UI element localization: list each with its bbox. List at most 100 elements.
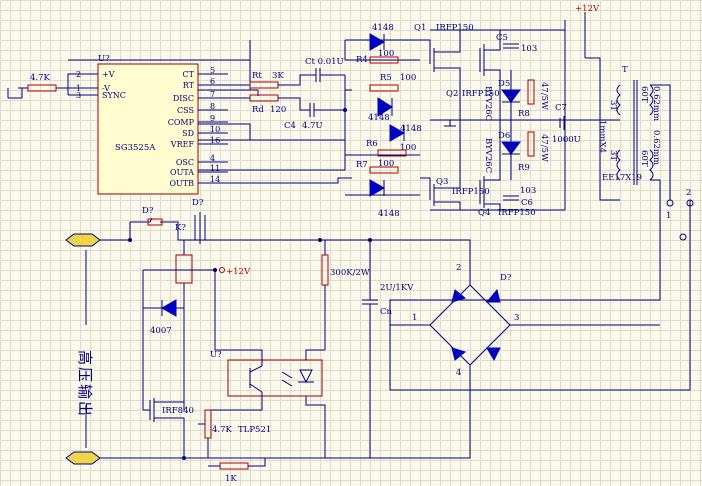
resistor-rt[interactable] (249, 81, 279, 89)
ct-symbol[interactable] (315, 68, 345, 82)
snubber-d6-r9[interactable]: D6 BYV26C R9 47/5W (483, 130, 549, 180)
timing-wires (198, 84, 259, 99)
ic-pin-right-9[interactable]: 9 COMP (168, 114, 228, 127)
resistor-r8[interactable] (527, 79, 535, 105)
rt-val: 3K (272, 71, 284, 81)
vplus-relay-label: +12V (226, 267, 251, 277)
resistor-300k[interactable]: 300K/2W (321, 240, 370, 350)
mosfet-q1[interactable]: Q1 IRFP150 (414, 23, 474, 88)
pot-label: 4.7K (212, 425, 233, 435)
vplus-top: +12V (575, 4, 620, 201)
c4-symbol[interactable] (309, 103, 345, 117)
transformer[interactable]: T EE17X19 1mmX4 3T 3T 60T 60T 0.62mm 0.6… (389, 65, 691, 391)
r8-ref: R8 (518, 109, 530, 119)
gate-driver-q1[interactable]: 4148 R4 100 (356, 23, 399, 65)
diode-4148-q4 (369, 179, 386, 197)
resistor-rd[interactable] (249, 94, 279, 102)
ic-pin-name: COMP (168, 118, 195, 127)
ic-pin-number: 8 (210, 102, 215, 111)
irf840-label: IRF840 (162, 406, 194, 416)
resistor-r7[interactable] (369, 166, 399, 174)
mosfet-q4[interactable]: Q4 IRFP150 (478, 160, 536, 218)
r9-val: 47/5W (539, 134, 549, 162)
mosfet-irf840[interactable]: IRF840 (143, 398, 194, 460)
r8-val: 47/5W (539, 82, 549, 110)
resistor-1k[interactable]: 1K (208, 458, 266, 484)
ic-pin-number: 9 (210, 114, 215, 123)
optocoupler[interactable]: U? TLP521 (208, 349, 326, 458)
bridge-ref: D? (500, 273, 512, 283)
r6-ref: R6 (366, 139, 378, 149)
resistor-r5[interactable] (369, 84, 399, 92)
hv-output-label: 高压输出 (76, 350, 94, 418)
ic-body (97, 63, 199, 195)
hv-output-terminal-top[interactable] (65, 233, 101, 247)
ground-symbol (7, 87, 23, 99)
gate-drive-wires (198, 39, 420, 196)
diode-4007[interactable]: 4007 (142, 270, 184, 410)
q3-ref: Q3 (436, 177, 448, 187)
capacitor-c7[interactable]: C7 1000U (552, 103, 600, 145)
r4-ref: R4 (356, 55, 368, 65)
cn-val: 2U/1KV (380, 283, 414, 293)
ground-h-bridge (444, 120, 456, 127)
ic-sg3525a[interactable]: U? SG3525A (97, 54, 199, 195)
capacitor-c5[interactable]: C5 103 (496, 33, 537, 54)
ic-pin-number: 5 (210, 66, 215, 75)
bridge-pin-4: 4 (456, 368, 461, 378)
ic-pin-number: 14 (210, 175, 220, 184)
ic-pin-name: RT (183, 81, 195, 90)
rt-ref: Rt (252, 71, 262, 81)
primary-2 (616, 149, 621, 181)
gate-driver-q2[interactable]: R5 100 4148 (368, 73, 416, 123)
ic-pin-name: VREF (170, 140, 195, 149)
ic-pin-name: OUTB (169, 179, 194, 188)
resistor-r9[interactable] (527, 131, 535, 157)
resistor-r4[interactable] (369, 56, 399, 64)
potentiometer-4k7[interactable]: 4.7K (198, 409, 233, 458)
q1-part: IRFP150 (436, 23, 474, 33)
capacitor-c6[interactable]: 103 C6 (503, 186, 536, 208)
q3-part: IRFP150 (452, 187, 490, 197)
c6-ref: C6 (521, 198, 533, 208)
opto-ref: U? (210, 350, 222, 360)
ic-pin-name: CT (183, 70, 195, 79)
mosfet-q2[interactable]: Q2 IRFP150 (446, 30, 501, 99)
gate-driver-q4[interactable]: R7 100 4148 (356, 159, 400, 219)
resistor-r6[interactable] (377, 149, 407, 157)
q1-ref: Q1 (414, 23, 426, 33)
bridge-rectifier[interactable]: D? 1 2 3 4 (390, 263, 660, 378)
ic-pin-number: 10 (210, 125, 220, 134)
q2-part: IRFP150 (462, 89, 500, 99)
r9-ref: R9 (518, 163, 530, 173)
snubber-d5-r8[interactable]: D5 BYV26C R8 47/5W (483, 70, 549, 130)
out-wires (198, 89, 352, 184)
relay-coil-ref: K? (175, 223, 186, 233)
d4007-label: 4007 (150, 326, 172, 336)
c5-val: 103 (521, 44, 537, 54)
r300k-label: 300K/2W (330, 268, 370, 278)
bridge-pin-1: 1 (412, 313, 417, 323)
rt-rd-wires (278, 74, 316, 111)
hv-output-terminal-bottom[interactable] (65, 451, 101, 465)
capacitor-cn[interactable]: 2U/1KV Cn (362, 240, 414, 458)
terminal-1[interactable]: 1 (666, 199, 674, 221)
byv-label-2: BYV26C (483, 138, 493, 173)
ic-pin-right-5[interactable]: 5 CT (183, 66, 228, 79)
timing-section: Rt 3K Rd 120 Ct 0.01U C4 4.7U (198, 57, 347, 141)
gate-driver-q3[interactable]: 4148 R6 100 (366, 124, 422, 157)
relay-contact[interactable]: D? K? D? (128, 198, 471, 285)
relay-coil[interactable] (143, 240, 216, 410)
ic-pin-name: -V (102, 84, 110, 93)
ic-pin-name: OSC (176, 158, 194, 167)
d4148-label-3: 4148 (400, 124, 422, 134)
resistor-4k7-input[interactable] (27, 84, 57, 92)
d6-ref: D6 (498, 131, 510, 141)
byv-label-1: BYV26C (483, 86, 493, 121)
terminal-2[interactable]: 2 (679, 188, 694, 241)
mosfet-q3[interactable]: Q3 IRFP150 (420, 160, 490, 210)
